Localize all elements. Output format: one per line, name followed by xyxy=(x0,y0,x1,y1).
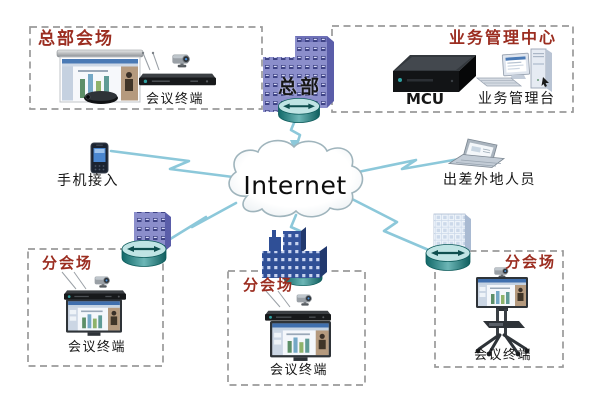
hq-building-icon xyxy=(263,36,334,112)
conference-codec-icon xyxy=(64,290,126,300)
conference-codec-icon xyxy=(265,310,331,321)
router-icon xyxy=(277,97,321,124)
traveler-label: 出差外地人员 xyxy=(443,172,536,188)
camera-icon xyxy=(94,276,110,289)
branch-right-title: 分会场 xyxy=(505,253,557,271)
mobile-phone-icon xyxy=(90,142,109,174)
conference-terminal-right xyxy=(475,267,530,357)
hq-terminal-label: 会议终端 xyxy=(146,92,205,107)
mobile-access-label: 手机接入 xyxy=(57,173,119,189)
camera-icon xyxy=(296,294,312,307)
hq-building-label: 总部 xyxy=(278,76,323,98)
link-cloud-to-laptop xyxy=(356,156,467,174)
branch-right-terminal-label: 会议终端 xyxy=(474,348,533,363)
branch-left-terminal-label: 会议终端 xyxy=(68,340,127,355)
mcu-server-icon xyxy=(393,55,476,92)
mcu-label: MCU xyxy=(406,90,445,108)
router-icon xyxy=(425,244,471,271)
desktop-computer-icon xyxy=(475,48,552,92)
factory-building-icon xyxy=(262,227,327,278)
network-links xyxy=(109,116,467,253)
branch-center-terminal-label: 会议终端 xyxy=(270,363,329,378)
projector-icon xyxy=(84,91,118,104)
hq-venue-title: 总部会场 xyxy=(38,29,114,49)
conference-codec-icon xyxy=(139,73,216,86)
link-cloud-to-branchright xyxy=(350,197,433,253)
branch-left-title: 分会场 xyxy=(42,254,94,272)
mgmt-console-label: 业务管理台 xyxy=(478,91,556,107)
conference-terminal-center xyxy=(265,290,331,361)
monitor-terminal-icon xyxy=(476,277,528,311)
link-branchleft-to-cloud xyxy=(165,201,238,243)
hq-venue-box-border xyxy=(29,26,263,110)
monitor-terminal-icon xyxy=(66,299,122,336)
conference-terminal-left xyxy=(61,271,126,336)
branch-right-box-border xyxy=(434,250,564,368)
laptop-icon xyxy=(447,138,506,168)
branch-center-title: 分会场 xyxy=(243,276,295,294)
mgmt-center-title: 业务管理中心 xyxy=(449,28,558,47)
router-icon xyxy=(121,240,167,267)
conference-terminal-hq xyxy=(139,51,216,86)
rolling-stand-icon xyxy=(475,309,530,357)
link-phone-to-cloud xyxy=(109,149,235,179)
monitor-terminal-icon xyxy=(270,321,331,361)
camera-icon xyxy=(171,54,190,68)
internet-cloud-icon xyxy=(228,139,364,218)
internet-label: Internet xyxy=(243,171,347,200)
